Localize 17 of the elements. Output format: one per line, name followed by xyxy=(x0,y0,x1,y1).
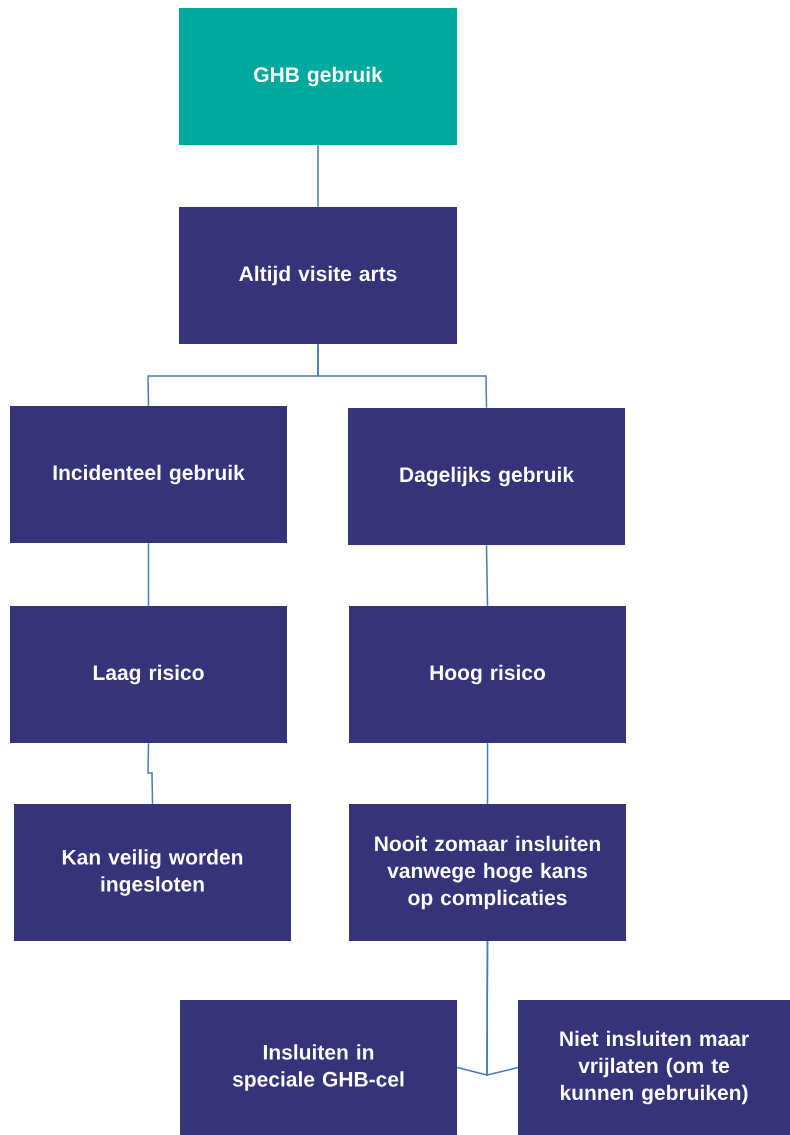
process-box: Kan veilig worden ingesloten xyxy=(14,804,291,941)
connector-line xyxy=(486,742,489,805)
connector-line xyxy=(147,742,154,805)
process-box: Altijd visite arts xyxy=(179,207,457,344)
connector-line xyxy=(317,343,488,409)
process-box: GHB gebruik xyxy=(179,8,457,145)
process-box: Incidenteel gebruik xyxy=(10,406,287,543)
process-box: Insluiten in speciale GHB-cel xyxy=(180,1000,457,1135)
connector-line xyxy=(485,544,489,607)
process-box: Hoog risico xyxy=(349,606,626,743)
connector-line xyxy=(147,542,150,607)
connector-line xyxy=(317,144,319,208)
process-box: Laag risico xyxy=(10,606,287,743)
process-box: Niet insluiten maar vrijlaten (om te kunnen gebruiken) xyxy=(518,1000,790,1135)
process-box: Nooit zomaar insluiten vanwege hoge kans op complicaties xyxy=(349,804,626,941)
process-box: Dagelijks gebruik xyxy=(348,408,625,545)
connector-line xyxy=(486,940,519,1076)
